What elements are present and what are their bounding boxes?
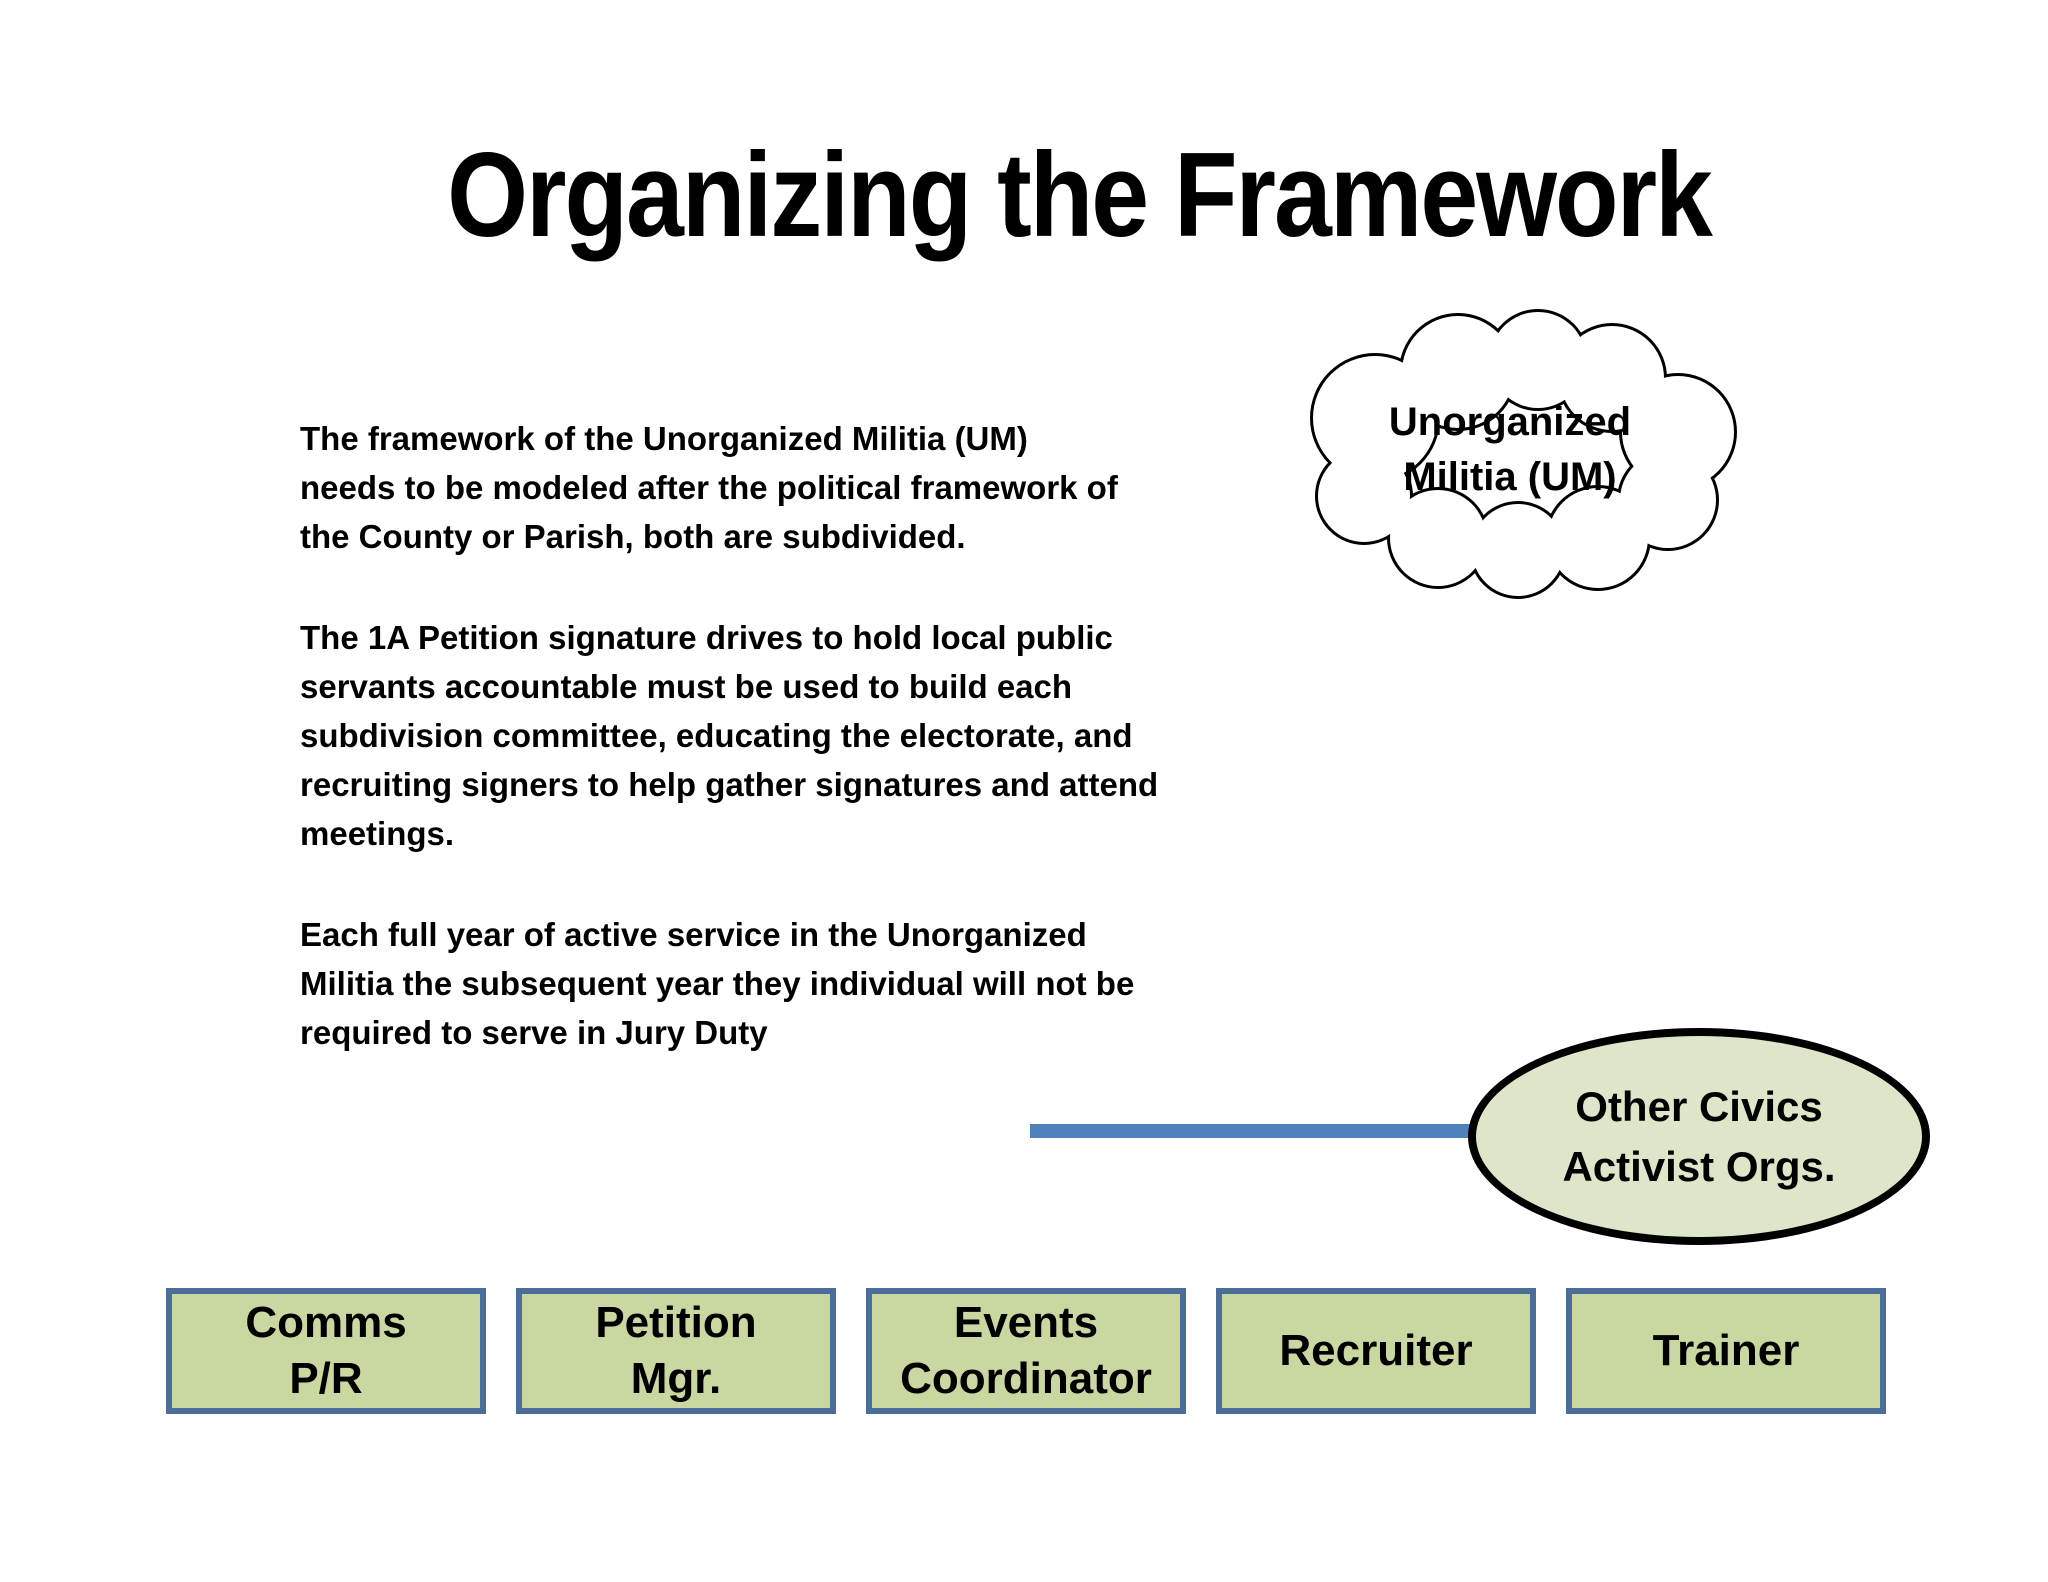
role-box-label: Trainer bbox=[1652, 1326, 1800, 1375]
role-box-trainer: Trainer bbox=[1566, 1288, 1886, 1414]
ellipse-label: Other Civics Activist Orgs. bbox=[1562, 1082, 1836, 1190]
role-boxes-row: Comms P/R Petition Mgr. Events Coordinat… bbox=[166, 1288, 1886, 1414]
paragraph-jury-duty: Each full year of active service in the … bbox=[300, 916, 1135, 1051]
slide-title: Organizing the Framework bbox=[447, 129, 1713, 263]
unorganized-militia-cloud: Unorganized Militia (UM) bbox=[1280, 300, 1740, 600]
connector-line bbox=[1030, 1124, 1470, 1138]
role-box-label: Petition Mgr. bbox=[595, 1298, 757, 1403]
role-box-label: Events Coordinator bbox=[900, 1298, 1152, 1403]
paragraph-petition: The 1A Petition signature drives to hold… bbox=[300, 619, 1159, 852]
cloud-label: Unorganized Militia (UM) bbox=[1388, 400, 1632, 499]
role-box-label: Comms P/R bbox=[245, 1298, 407, 1403]
role-box-comms-pr: Comms P/R bbox=[166, 1288, 486, 1414]
body-text-block: The framework of the Unorganized Militia… bbox=[300, 414, 1380, 1109]
role-box-events-coordinator: Events Coordinator bbox=[866, 1288, 1186, 1414]
role-box-label: Recruiter bbox=[1279, 1326, 1473, 1375]
role-box-petition-mgr: Petition Mgr. bbox=[516, 1288, 836, 1414]
other-civics-ellipse: Other Civics Activist Orgs. bbox=[1468, 1028, 1930, 1245]
paragraph-framework: The framework of the Unorganized Militia… bbox=[300, 420, 1118, 555]
role-box-recruiter: Recruiter bbox=[1216, 1288, 1536, 1414]
